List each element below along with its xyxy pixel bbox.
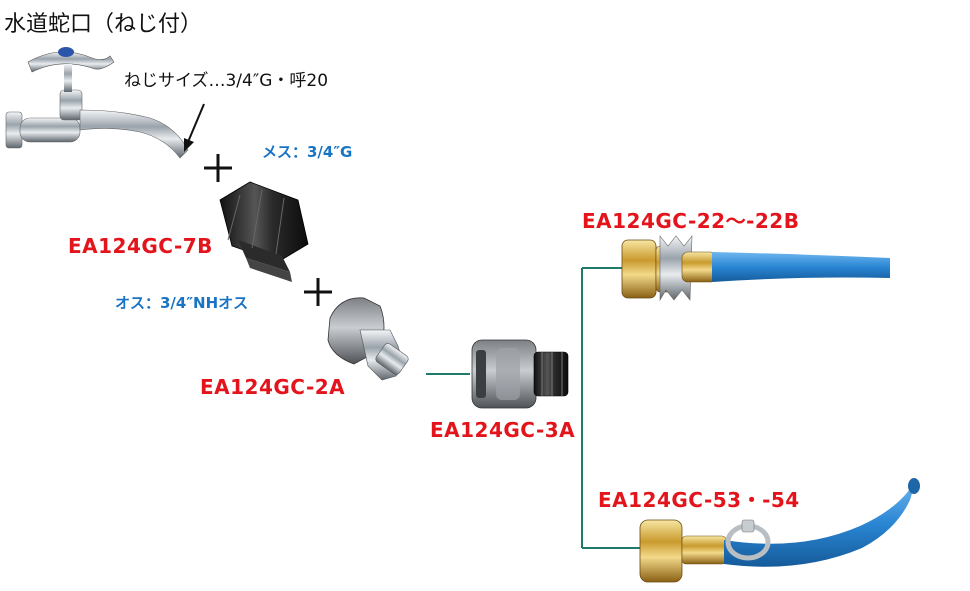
part-label-ea124gc-22: EA124GC-22～-22B bbox=[582, 209, 800, 233]
adapter-7b-image bbox=[219, 181, 309, 282]
part-label-ea124gc-2a: EA124GC-2A bbox=[200, 375, 346, 399]
part-label-ea124gc-53: EA124GC-53・-54 bbox=[598, 488, 800, 512]
adapter-2a-image bbox=[327, 297, 409, 381]
connector-lines bbox=[426, 267, 640, 549]
hose-fitting-22-image bbox=[621, 235, 890, 302]
pointer-arrow bbox=[184, 103, 205, 152]
male-thread-label: オス：3/4″NHオス bbox=[115, 294, 249, 312]
thread-size-note: ねじサイズ…3/4″G・呼20 bbox=[124, 71, 329, 91]
page-title: 水道蛇口（ねじ付） bbox=[4, 12, 203, 37]
part-label-ea124gc-7b: EA124GC-7B bbox=[68, 234, 213, 258]
hose-fitting-53-image bbox=[639, 478, 920, 583]
faucet-image bbox=[5, 47, 189, 159]
part-label-ea124gc-3a: EA124GC-3A bbox=[430, 418, 576, 442]
female-thread-label: メス：3/4″G bbox=[262, 143, 353, 161]
plus-sign-1 bbox=[204, 154, 232, 182]
plus-sign-2 bbox=[304, 278, 332, 306]
connector-3a-image bbox=[471, 339, 569, 409]
